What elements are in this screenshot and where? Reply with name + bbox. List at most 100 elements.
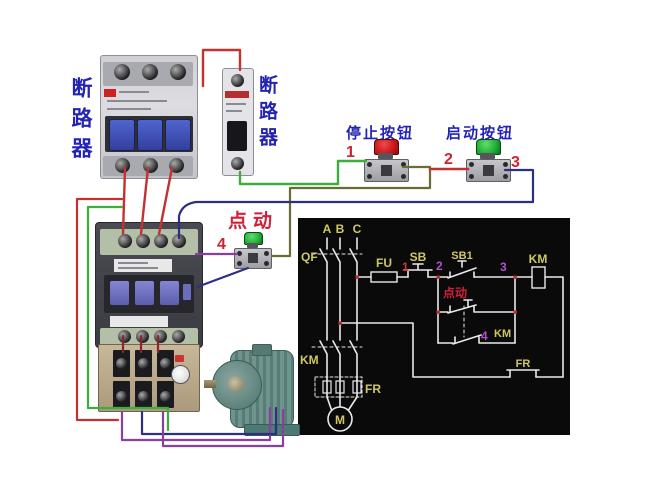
motor-shaft-hub: [228, 376, 244, 392]
motor-feet: [244, 424, 300, 436]
button-neck: [247, 243, 258, 248]
print-line: [107, 108, 151, 110]
contactor-pad: [135, 281, 154, 305]
print-line: [226, 110, 242, 112]
relay-adjust-dial: [171, 365, 190, 384]
button-base: [466, 159, 511, 182]
relay-reset-button: [175, 355, 184, 362]
contactor-lower-plate: [110, 316, 168, 327]
terminal-screw: [142, 64, 158, 80]
breaker-toggle: [165, 119, 191, 151]
motor-lift-lug: [252, 344, 272, 356]
start-button-label: 启动按钮: [446, 125, 515, 142]
sb1-start-contact: [447, 260, 477, 279]
button-contact-block: [483, 165, 494, 176]
schematic-sb-label: SB: [410, 250, 427, 264]
motor: [204, 344, 302, 436]
brand-band: [225, 91, 249, 98]
wire-number-4: 4: [217, 236, 226, 253]
schematic-fr-nc-label: FR: [516, 358, 531, 370]
brand-badge: [104, 89, 116, 97]
schematic-fu-label: FU: [376, 256, 392, 270]
terminal-screw: [136, 330, 149, 343]
terminal-screw: [143, 158, 158, 173]
phase-line-a: [319, 237, 328, 378]
button-base: [364, 159, 409, 182]
fuse-symbol: [370, 271, 398, 283]
contactor-nameplate: [114, 259, 172, 272]
schematic-qf-label: QF: [301, 250, 318, 264]
button-contact-block: [381, 165, 392, 176]
wire-navy-jog-aux: [195, 266, 250, 289]
schematic-number-2: 2: [436, 259, 443, 273]
breaker-toggle: [137, 119, 163, 151]
schematic-km-coil-label: KM: [529, 252, 548, 266]
breaker1p-toggle: [227, 121, 247, 151]
fr-nc-contact: [506, 369, 540, 378]
terminal-screw: [154, 330, 167, 343]
fr-heater-box: [314, 376, 363, 398]
jog-contact: [437, 299, 516, 314]
motor-symbol: [327, 406, 353, 432]
schematic-jog-label: 点动: [443, 285, 467, 300]
jog-button-device: [231, 230, 273, 270]
terminal-screw: [172, 234, 186, 248]
phase-line-b: [332, 237, 341, 378]
contactor: [95, 222, 203, 348]
contactor-pad: [160, 281, 179, 305]
contactor-center-block: [104, 275, 194, 313]
wire-number-3: 3: [511, 154, 520, 171]
schematic-fr-main-label: FR: [365, 382, 381, 396]
button-neck: [378, 153, 393, 159]
schematic-panel: A B C QF FU SB SB1 KM KM KM FR FR M 1 2 …: [298, 218, 570, 435]
print-line: [107, 100, 167, 102]
wire-green-control: [238, 159, 368, 186]
terminal-screw: [136, 234, 150, 248]
breaker-left-label: 断路器: [69, 77, 92, 167]
relay-terminal-block: [157, 381, 174, 408]
terminal-screw: [231, 157, 244, 170]
button-base: [234, 248, 272, 269]
wire-number-2: 2: [444, 151, 453, 168]
junction-dots: [338, 275, 517, 325]
terminal-screw: [115, 158, 130, 173]
schematic-number-1: 1: [402, 260, 409, 274]
schematic-km-main-label: KM: [300, 353, 319, 367]
terminal-screw: [114, 64, 130, 80]
stop-button-label: 停止按钮: [346, 125, 415, 142]
start-button-device: [465, 136, 511, 182]
print-line: [119, 91, 149, 93]
thermal-relay: [98, 344, 200, 412]
breaker-right-label: 断路器: [256, 75, 277, 153]
schematic-sb1-label: SB1: [451, 250, 472, 262]
relay-terminal-block: [113, 350, 130, 377]
terminal-screw: [118, 234, 132, 248]
schematic-number-4: 4: [481, 329, 488, 343]
contactor-aux-pad: [183, 284, 191, 300]
relay-terminal-block: [135, 381, 152, 408]
print-line: [226, 103, 246, 105]
wire-number-1: 1: [346, 144, 355, 161]
motor-shaft: [204, 380, 216, 388]
terminal-screw: [231, 74, 244, 87]
terminal-screw: [170, 64, 186, 80]
jog-label: 点动: [228, 211, 279, 232]
schematic-number-3: 3: [500, 260, 507, 274]
button-contact-block: [248, 253, 258, 263]
breaker-toggle: [109, 119, 135, 151]
km-coil-symbol: [531, 266, 546, 289]
sb-stop-contact: [403, 263, 433, 278]
stop-button-device: [363, 136, 409, 182]
button-neck: [480, 153, 495, 159]
schematic-phase-a-label: A: [323, 222, 332, 236]
schematic-phase-b-label: B: [336, 222, 345, 236]
circuit-breaker-3pole: [100, 55, 198, 179]
schematic-drawing: A B C QF FU SB SB1 KM KM KM FR FR M 1 2 …: [300, 222, 564, 432]
schematic-km-aux-label: KM: [494, 328, 511, 340]
relay-terminal-block: [135, 350, 152, 377]
terminal-screw: [118, 330, 131, 343]
terminal-screw: [172, 330, 185, 343]
phase-line-c: [349, 237, 358, 378]
schematic-motor-label: M: [335, 413, 345, 427]
